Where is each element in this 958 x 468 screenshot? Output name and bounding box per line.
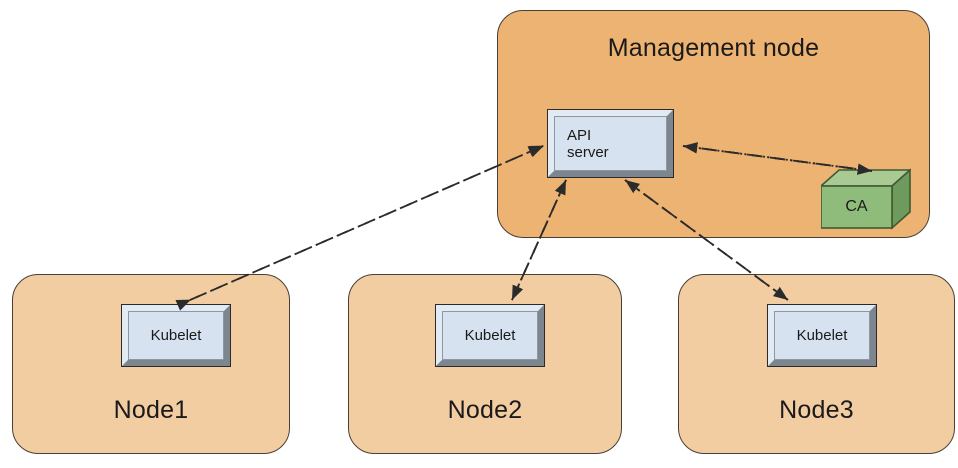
node2-kubelet-label: Kubelet xyxy=(464,327,516,344)
node3-kubelet-label: Kubelet xyxy=(796,327,848,344)
node1-box[interactable]: Kubelet Node1 xyxy=(12,274,290,454)
ca-cuboid[interactable]: CA xyxy=(818,168,913,230)
management-node-box[interactable]: Management node API server CA xyxy=(497,10,930,238)
ca-cuboid-shape xyxy=(818,168,913,230)
node2-label: Node2 xyxy=(447,396,523,424)
node3-label: Node3 xyxy=(779,396,854,424)
node3-kubelet-face: Kubelet xyxy=(774,311,870,360)
node1-kubelet-label: Kubelet xyxy=(150,327,202,344)
node2-kubelet-component[interactable]: Kubelet xyxy=(435,304,545,367)
node2-kubelet-face: Kubelet xyxy=(442,311,538,360)
node2-box[interactable]: Kubelet Node2 xyxy=(348,274,622,454)
api-server-component[interactable]: API server xyxy=(547,109,674,178)
node1-label: Node1 xyxy=(113,396,189,424)
node3-box[interactable]: Kubelet Node3 xyxy=(678,274,955,454)
management-node-label: Management node xyxy=(607,34,820,62)
node3-kubelet-component[interactable]: Kubelet xyxy=(767,304,877,367)
node1-kubelet-face: Kubelet xyxy=(128,311,224,360)
node1-kubelet-component[interactable]: Kubelet xyxy=(121,304,231,367)
ca-front-face xyxy=(820,185,893,229)
api-server-face: API server xyxy=(554,116,667,171)
api-server-label: API server xyxy=(567,126,609,161)
